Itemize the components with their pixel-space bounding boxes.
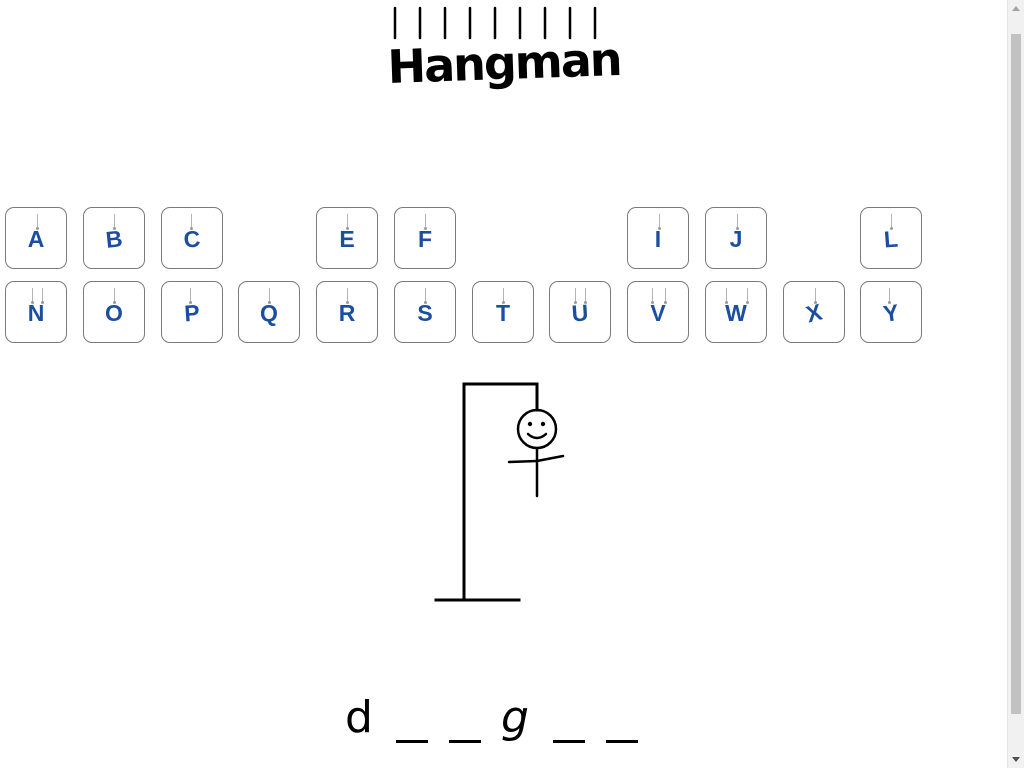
key-y[interactable]: Y xyxy=(860,281,922,343)
word-letter-slot: d xyxy=(345,692,373,743)
scroll-down-arrow-icon[interactable] xyxy=(1012,757,1020,762)
logo-strings-decoration xyxy=(393,6,597,40)
key-o[interactable]: O xyxy=(83,281,145,343)
key-string-decoration xyxy=(113,214,116,230)
key-j[interactable]: J xyxy=(705,207,767,269)
key-r[interactable]: R xyxy=(316,281,378,343)
key-letter: U xyxy=(570,299,590,327)
figure-head xyxy=(516,408,558,450)
gallows-drawing xyxy=(434,382,565,602)
word-blank-slot xyxy=(553,740,585,743)
key-string-decoration xyxy=(36,214,39,230)
vertical-scrollbar[interactable] xyxy=(1007,0,1024,768)
word-blank-slot xyxy=(449,740,481,743)
word-blank-slot xyxy=(606,740,638,743)
key-u[interactable]: U xyxy=(549,281,611,343)
key-string-decoration xyxy=(424,288,427,304)
key-letter: A xyxy=(27,226,45,252)
key-letter: C xyxy=(182,225,202,253)
key-string-decoration xyxy=(725,288,728,304)
figure-smile xyxy=(526,432,548,440)
key-letter: I xyxy=(654,226,662,252)
key-letter: B xyxy=(104,225,124,253)
key-l[interactable]: L xyxy=(860,207,922,269)
figure-right-eye xyxy=(540,421,546,427)
key-i[interactable]: I xyxy=(627,207,689,269)
key-b[interactable]: B xyxy=(83,207,145,269)
word-blank-slot xyxy=(396,740,428,743)
key-string-decoration xyxy=(41,288,44,304)
key-string-decoration xyxy=(584,288,587,304)
key-letter: R xyxy=(338,300,356,326)
figure-right-arm xyxy=(535,454,565,463)
key-string-decoration xyxy=(502,288,505,304)
key-letter: X xyxy=(803,298,825,328)
key-letter: O xyxy=(105,300,123,326)
key-letter: E xyxy=(339,226,355,252)
scroll-up-arrow-icon[interactable] xyxy=(1012,6,1020,11)
key-string-decoration xyxy=(113,288,116,304)
key-string-decoration xyxy=(268,288,271,304)
key-q[interactable]: Q xyxy=(238,281,300,343)
key-e[interactable]: E xyxy=(316,207,378,269)
key-c[interactable]: C xyxy=(161,207,223,269)
key-letter: L xyxy=(883,225,899,253)
figure-left-eye xyxy=(527,421,533,427)
key-x[interactable]: X xyxy=(783,281,845,343)
key-string-decoration xyxy=(346,214,349,230)
stick-figure xyxy=(507,408,565,498)
key-v[interactable]: V xyxy=(627,281,689,343)
key-string-decoration xyxy=(736,214,739,230)
logo-title: Hangman xyxy=(386,31,622,95)
key-letter: Y xyxy=(881,299,901,327)
key-string-decoration xyxy=(190,214,193,230)
key-s[interactable]: S xyxy=(394,281,456,343)
figure-left-arm xyxy=(507,459,539,464)
key-letter: S xyxy=(417,300,433,326)
key-string-decoration xyxy=(346,288,349,304)
key-string-decoration xyxy=(814,288,817,304)
scrollbar-thumb[interactable] xyxy=(1011,34,1021,714)
key-string-decoration xyxy=(888,288,891,304)
key-string-decoration xyxy=(664,288,667,304)
key-string-decoration xyxy=(574,288,577,304)
key-letter: P xyxy=(183,299,201,327)
key-string-decoration xyxy=(189,288,192,304)
key-letter: J xyxy=(729,226,743,252)
key-letter: N xyxy=(27,300,45,326)
key-string-decoration xyxy=(890,214,893,230)
key-letter: F xyxy=(417,226,433,252)
key-letter: V xyxy=(650,300,666,326)
key-w[interactable]: W xyxy=(705,281,767,343)
key-a[interactable]: A xyxy=(5,207,67,269)
key-string-decoration xyxy=(424,214,427,230)
key-f[interactable]: F xyxy=(394,207,456,269)
word-letter-slot: g xyxy=(501,692,529,743)
hangman-logo: Hangman xyxy=(386,6,622,95)
key-letter: T xyxy=(495,300,511,326)
key-string-decoration xyxy=(651,288,654,304)
key-n[interactable]: N xyxy=(5,281,67,343)
key-letter: Q xyxy=(260,300,278,326)
key-t[interactable]: T xyxy=(472,281,534,343)
key-letter: W xyxy=(725,300,747,326)
key-string-decoration xyxy=(31,288,34,304)
key-string-decoration xyxy=(658,214,661,230)
key-p[interactable]: P xyxy=(161,281,223,343)
key-string-decoration xyxy=(746,288,749,304)
